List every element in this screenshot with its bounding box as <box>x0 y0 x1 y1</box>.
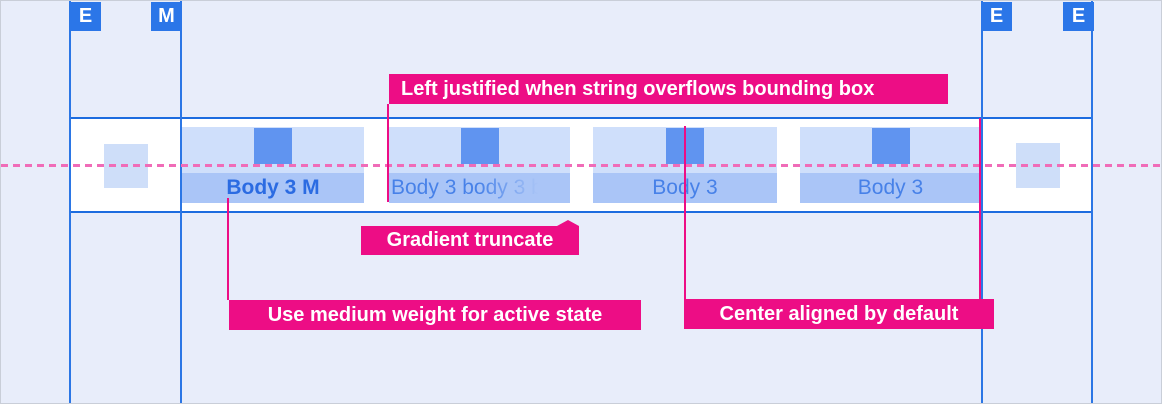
connector-center-aligned <box>684 126 686 299</box>
spacing-marker-e-left: E <box>70 2 101 31</box>
guide-line-right-margin <box>981 1 983 403</box>
guide-line-left-margin <box>180 1 182 403</box>
annotation-left-justified: Left justified when string overflows bou… <box>389 74 948 104</box>
tab-label: Body 3 M <box>226 176 320 199</box>
annotation-center-aligned: Center aligned by default <box>684 299 994 329</box>
baseline-dashed-line <box>1 164 1161 167</box>
annotation-gradient-truncate: Gradient truncate <box>361 226 579 255</box>
connector-medium-weight <box>227 198 229 300</box>
spacing-marker-e-right-edge: E <box>1063 2 1094 31</box>
tab-indicator <box>254 128 292 164</box>
spacing-marker-m-left: M <box>151 2 182 31</box>
tab-indicator <box>871 128 910 164</box>
connector-left-justified <box>387 104 389 202</box>
caret-up-icon <box>557 220 579 226</box>
annotation-medium-weight: Use medium weight for active state <box>229 300 641 330</box>
guide-line-left-edge <box>69 1 71 403</box>
tab-label-gradient-truncated: Body 3 body 3 b <box>391 176 543 199</box>
spacing-marker-e-right-inner: E <box>981 2 1012 31</box>
tab-label: Body 3 <box>857 176 924 199</box>
guide-line-right-edge <box>1091 1 1093 403</box>
tab-indicator <box>460 128 499 164</box>
connector-right-boundary <box>979 118 981 299</box>
